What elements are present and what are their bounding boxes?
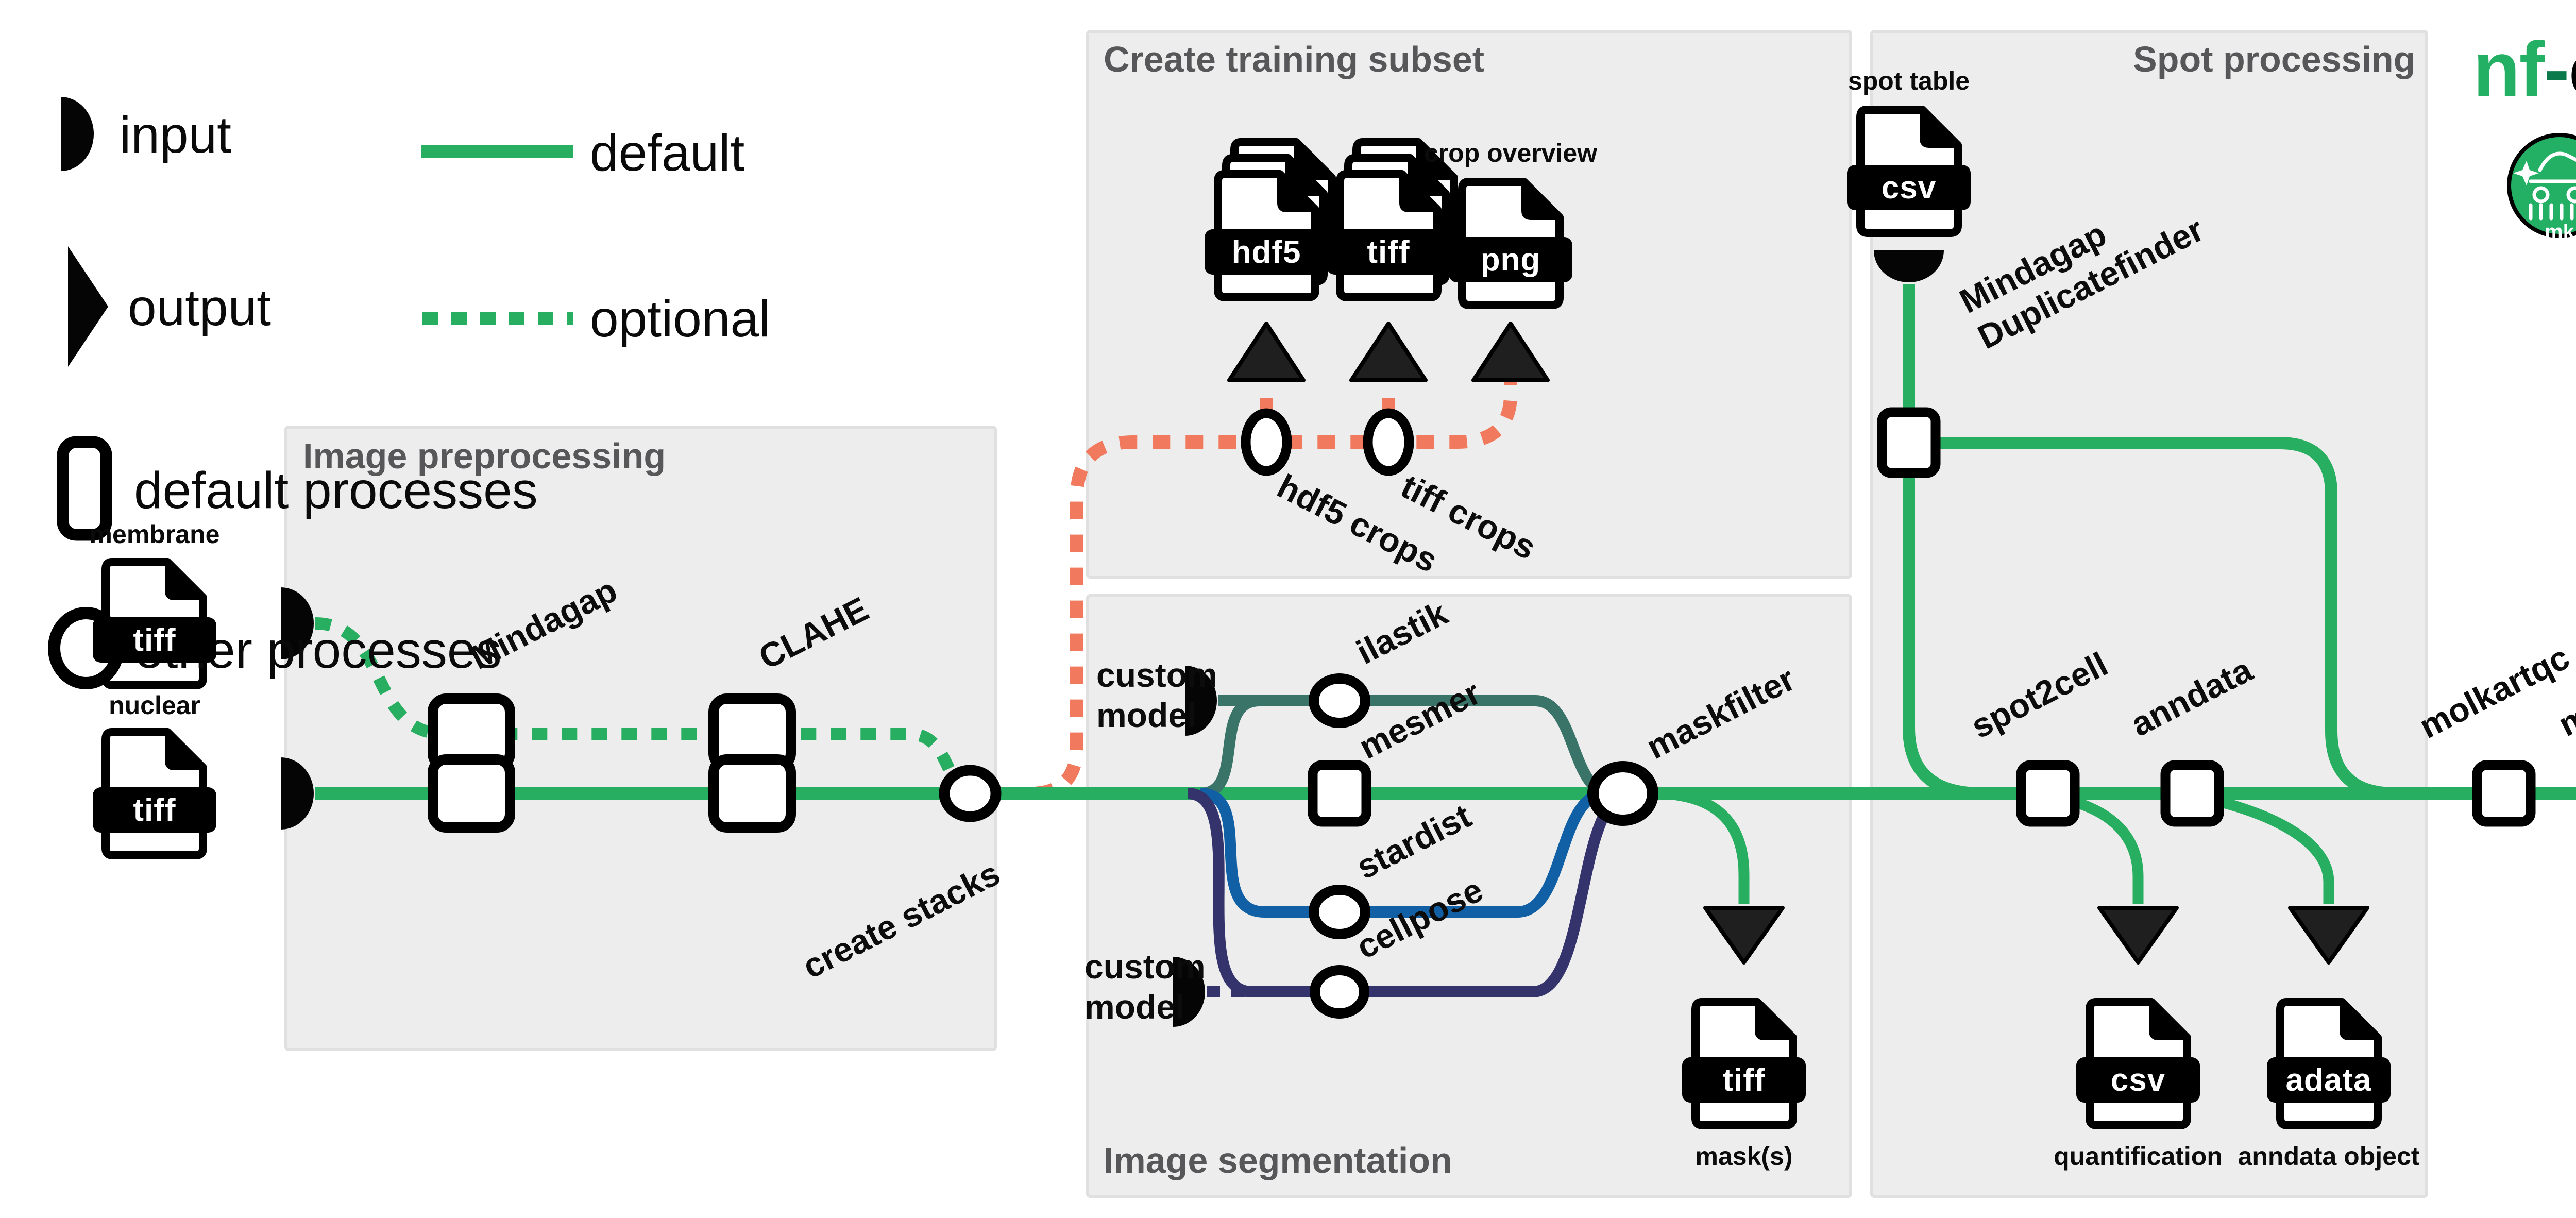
nf-core-logo: nf-core/ — [2473, 25, 2576, 114]
process-molkartqc — [2472, 760, 2536, 827]
input-icon — [61, 97, 94, 171]
legend-optional-line-label: optional — [590, 290, 771, 348]
process-stardist — [1309, 885, 1370, 939]
output-arrow-png — [1471, 322, 1550, 382]
logo-hyphen: - — [2544, 26, 2570, 112]
output-arrow-quantification — [2097, 906, 2179, 965]
badge-mk-text: mk — [2545, 221, 2574, 243]
process-cellpose — [1310, 965, 1369, 1019]
membrane-caption: membrane — [89, 520, 220, 549]
mask-caption: mask(s) — [1695, 1142, 1793, 1171]
process-mindagap-duplicatefinder — [1877, 407, 1941, 478]
default-process-icon — [57, 436, 112, 541]
process-spot2cell — [2016, 760, 2080, 827]
spot-title: Spot processing — [2133, 39, 2416, 79]
process-clahe — [708, 693, 796, 833]
quantcsv-file-band: csv — [2076, 1057, 2200, 1103]
adata-file-band: adata — [2267, 1057, 2391, 1103]
process-tiff-crops — [1363, 408, 1414, 476]
input-glyph-spot-table — [1874, 250, 1944, 282]
spotcsv-file-band: csv — [1847, 165, 1971, 210]
edge-membrane-optional — [315, 617, 969, 796]
edge-spot2cell-to-csv — [2057, 792, 2144, 904]
output-icon — [68, 246, 108, 367]
crop-overview-caption: crop overview — [1423, 139, 1598, 167]
edge-spot-table-to-main — [1903, 284, 1981, 800]
group-box-preprocessing — [284, 426, 997, 1051]
edge-duplicatefinder-branch — [1936, 437, 2395, 800]
png-file-band: png — [1449, 237, 1572, 282]
tiffcrops-file-band: tiff — [1327, 229, 1450, 275]
segmentation-title: Image segmentation — [1104, 1140, 1452, 1180]
molkart-badge-icon — [2507, 133, 2576, 238]
custom-model-top-line1: custom — [1096, 656, 1217, 694]
edge-cellpose-line — [1187, 788, 1632, 997]
spot-table-caption: spot table — [1848, 66, 1970, 95]
quantification-caption: quantification — [2054, 1142, 2223, 1171]
process-maskfilter — [1587, 761, 1658, 826]
logo-core: core/ — [2569, 26, 2576, 112]
input-glyph-custom-model-bottom — [1173, 957, 1205, 1027]
default-line-icon — [421, 145, 573, 158]
legend-default-processes-label: default processes — [134, 462, 538, 519]
output-arrow-anndata — [2288, 906, 2369, 965]
input-glyph-nuclear — [281, 757, 314, 830]
anndata-object-caption: anndata object — [2238, 1142, 2420, 1171]
process-mesmer — [1308, 760, 1371, 827]
output-arrow-tiff-crops — [1349, 322, 1428, 382]
process-create-stacks — [939, 765, 1002, 822]
membrane-file-band: tiff — [93, 617, 216, 663]
input-glyph-membrane — [281, 587, 314, 659]
custom-model-top-label: custom model — [1096, 655, 1217, 736]
legend-default-line-label: default — [590, 124, 745, 182]
edge-maskfilter-to-mask — [1653, 788, 1750, 904]
process-ilastik — [1309, 673, 1370, 728]
input-glyph-custom-model-top — [1185, 666, 1217, 736]
preprocessing-title: Image preprocessing — [303, 436, 666, 476]
custom-model-top-line2: model — [1096, 696, 1197, 734]
process-anndata — [2160, 760, 2224, 827]
custom-model-bottom-line2: model — [1084, 987, 1185, 1026]
mask-file-band: tiff — [1682, 1057, 1806, 1103]
nuclear-caption: nuclear — [109, 691, 200, 720]
output-arrow-hdf5 — [1227, 322, 1306, 382]
process-hdf5-crops — [1241, 408, 1292, 476]
process-mindagap — [428, 693, 515, 833]
legend-output-label: output — [128, 279, 272, 336]
nuclear-file-band: tiff — [93, 787, 216, 833]
edge-main-to-ilastik — [1200, 695, 1260, 799]
edge-anndata-to-adata — [2201, 792, 2334, 904]
custom-model-bottom-label: custom model — [1084, 947, 1206, 1027]
edge-stardist-line — [1200, 788, 1607, 918]
logo-nf: nf — [2473, 26, 2545, 112]
legend-input-label: input — [120, 106, 231, 164]
sparkle-icon — [2513, 161, 2539, 185]
custom-model-bottom-line1: custom — [1084, 948, 1206, 986]
output-arrow-mask — [1703, 906, 1785, 965]
training-title: Create training subset — [1104, 39, 1485, 79]
hdf5-file-band: hdf5 — [1205, 229, 1328, 275]
